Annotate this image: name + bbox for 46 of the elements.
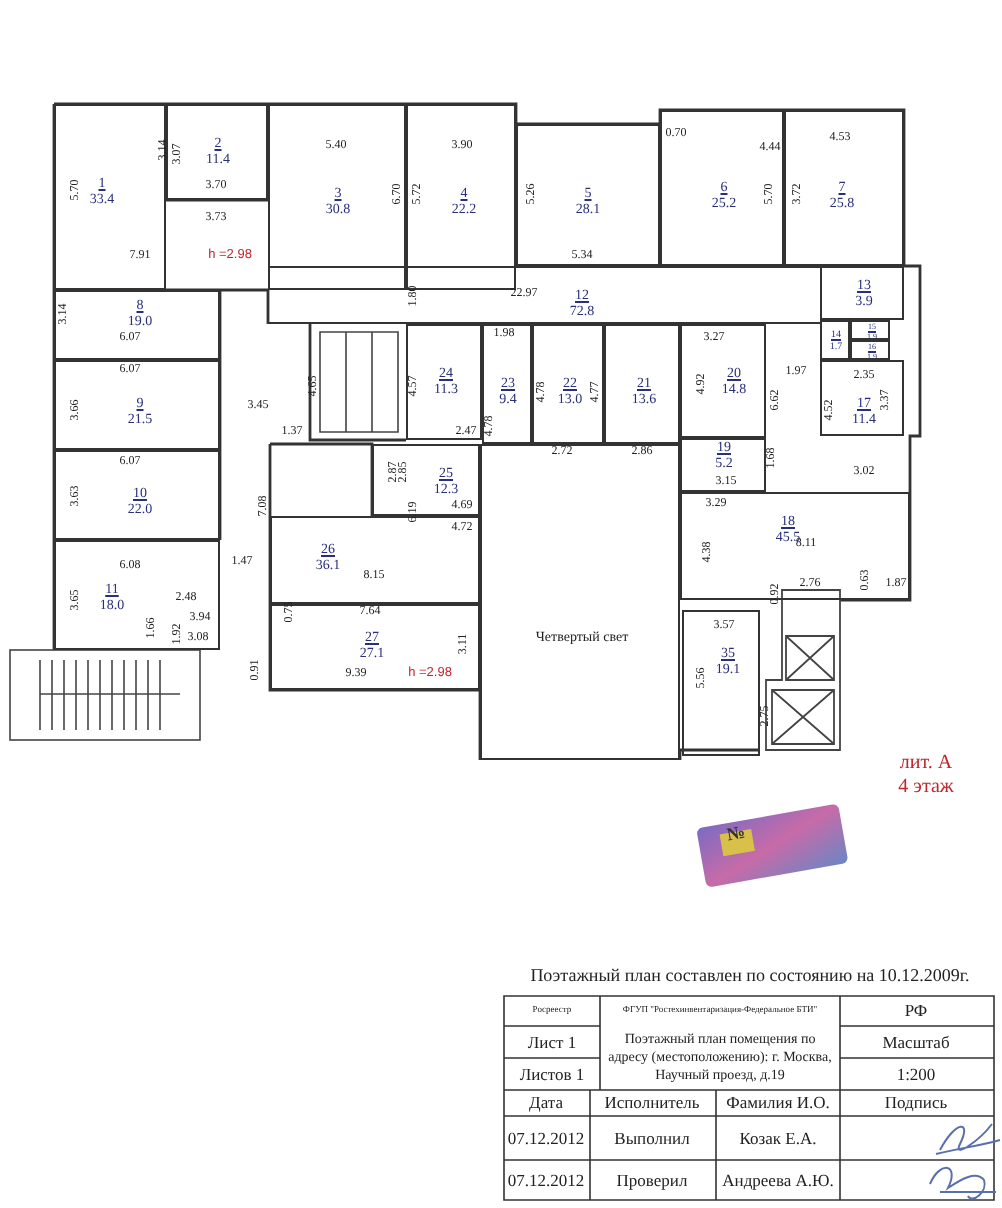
table-cell-text: Козак Е.А. [739, 1129, 817, 1147]
room [820, 266, 904, 320]
room [660, 110, 784, 266]
plan-date-note: Поэтажный план составлен по состоянию на 10.12.2009г. [530, 967, 970, 985]
room [680, 492, 910, 600]
room [54, 290, 220, 360]
open-area [480, 444, 680, 760]
room [604, 324, 680, 444]
room [516, 124, 660, 266]
room [682, 610, 760, 756]
table-cell-text: Выполнил [614, 1129, 690, 1147]
room [482, 324, 532, 444]
table-cell-text: Листов 1 [519, 1065, 585, 1083]
room [406, 104, 516, 290]
room [54, 104, 166, 290]
room [54, 450, 220, 540]
table-cell-text: 07.12.2012 [507, 1171, 585, 1189]
room [406, 324, 482, 440]
table-cell-text: РФ [904, 1001, 928, 1019]
table-cell-text: Лист 1 [527, 1033, 577, 1051]
table-cell-text: Фамилия И.О. [726, 1093, 830, 1111]
room [680, 324, 766, 440]
room [268, 266, 820, 324]
room [54, 360, 220, 450]
table-cell-text: Исполнитель [604, 1093, 700, 1111]
table-cell-text: 07.12.2012 [507, 1129, 585, 1147]
room [820, 360, 904, 436]
table-cell-text: 1:200 [896, 1065, 936, 1083]
room [268, 104, 406, 290]
floor-marking: лит. А [899, 754, 953, 774]
number-sign: № [725, 823, 747, 845]
room [680, 436, 766, 492]
table-cell-text: Проверил [616, 1171, 688, 1189]
table-cell-text: Дата [529, 1093, 563, 1111]
room [850, 340, 890, 360]
room [270, 604, 480, 690]
table-cell-text: Подпись [884, 1093, 948, 1111]
table-cell-text: Андреева А.Ю. [722, 1171, 834, 1189]
table-cell-text: Масштаб [882, 1033, 950, 1051]
room [166, 104, 268, 200]
floor-marking: 4 этаж [898, 778, 954, 798]
room [784, 110, 904, 266]
room [54, 540, 220, 650]
room [850, 320, 890, 340]
room [532, 324, 604, 444]
room [820, 320, 850, 360]
